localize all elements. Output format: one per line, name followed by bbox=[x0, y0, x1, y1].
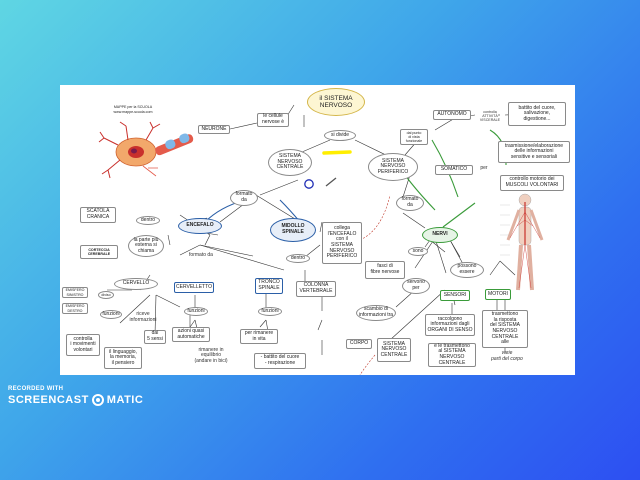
snc-small-box: SISTEMA NERVOSO CENTRALE bbox=[377, 338, 411, 362]
scambio-label: scambio di informazioni tra bbox=[356, 305, 396, 321]
controlla-movimenti-box: controlla i movimenti volontari bbox=[66, 334, 100, 356]
screencast-logo-icon bbox=[91, 394, 104, 406]
battito-respirazione-box: - battito del cuore - respirazione bbox=[254, 353, 306, 369]
cellule-nervose-label: le cellule nervose è bbox=[257, 113, 289, 127]
raccolgono-box: raccolgono informazioni dagli ORGANI DI … bbox=[425, 314, 475, 336]
dal-punto-label: dal punto di vista funzionale bbox=[400, 129, 428, 145]
rimanere-equilibrio-label: rimanere in equilibrio (andare in bici) bbox=[194, 346, 228, 364]
body-image bbox=[500, 193, 544, 291]
somatico-node: SOMATICO bbox=[435, 165, 473, 175]
dai-5-sensi-box: dai 5 sensi bbox=[144, 330, 166, 344]
snc-node: SISTEMA NERVOSO CENTRALE bbox=[268, 149, 312, 176]
mind-map-slide: MAPPE per la SCUOLA www.mappe-scuola.com… bbox=[60, 85, 575, 375]
linguaggio-box: il linguaggio, la memoria, il pensiero bbox=[104, 347, 142, 369]
sensori-node: SENSORI bbox=[440, 290, 470, 301]
sono-label: sono bbox=[408, 247, 428, 256]
trasmettono-snc-box: e le trasmettono al SISTEMA NERVOSO CENT… bbox=[428, 343, 476, 367]
screencast-watermark: RECORDED WITH SCREENCAST MATIC bbox=[8, 386, 143, 406]
si-divide-label: si divide bbox=[324, 130, 356, 141]
encefalo-node: ENCEFALO bbox=[178, 218, 222, 234]
varie-parti-label: varie parti del corpo bbox=[491, 350, 523, 362]
controlla-viscerale-label: controlla ATTIVITÀ VISCERALE bbox=[479, 109, 501, 123]
funzioni-cervello-label: funzioni bbox=[100, 310, 122, 319]
cervello-node: CERVELLO bbox=[114, 278, 158, 290]
tronco-spinale-node: TRONCO SPINALE bbox=[255, 278, 283, 294]
trasmettono-risposta-box: trasmettono la risposta del SISTEMA NERV… bbox=[482, 310, 528, 348]
nervi-node: NERVI bbox=[422, 227, 458, 243]
corteccia-cerebrale-box: CORTECCIA CEREBRALE bbox=[80, 245, 118, 259]
per-label: per bbox=[480, 165, 488, 172]
servono-label: servono per bbox=[402, 278, 430, 294]
colonna-vertebrale-box: COLONNA VERTEBRALE bbox=[296, 281, 336, 297]
riceve-informazioni-label: riceve informazioni bbox=[129, 311, 157, 323]
battito-box: battito del cuore, salivazione, digestio… bbox=[508, 102, 566, 126]
screencast-label: SCREENCAST bbox=[8, 394, 89, 406]
rimanere-vita-box: per rimanere in vita bbox=[240, 329, 278, 344]
funzioni-tronco-label: funzioni bbox=[258, 307, 282, 316]
controllo-motorio-box: controllo motorio dei MUSCOLI VOLONTARI bbox=[500, 175, 564, 191]
neuron-image bbox=[98, 121, 194, 179]
snp-node: SISTEMA NERVOSO PERIFERICO bbox=[368, 153, 418, 181]
credits-url: www.mappe-scuola.com bbox=[113, 110, 153, 115]
emisfero-sinistro-box: EMISFERO SINISTRO bbox=[62, 287, 88, 298]
autonomo-node: AUTONOMO bbox=[433, 110, 471, 120]
collega-box: collega l'ENCEFALO con il SISTEMA NERVOS… bbox=[322, 222, 362, 264]
midollo-spinale-node: MIDOLLO SPINALE bbox=[270, 218, 316, 242]
formato-da-snc: formato da bbox=[230, 190, 258, 206]
formato-da-snp: formato da bbox=[396, 195, 424, 211]
scatola-cranica-box: SCATOLA CRANICA bbox=[80, 207, 116, 223]
cervelletto-node: CERVELLETTO bbox=[174, 282, 214, 293]
fasci-box: fasci di fibre nervose bbox=[365, 261, 405, 279]
sistema-nervoso-node: il SISTEMA NERVOSO bbox=[307, 88, 365, 116]
connector-lines bbox=[107, 104, 542, 375]
trasmissione-box: trasmissione/elaborazione delle informaz… bbox=[498, 141, 570, 163]
la-parte-label: la parte più esterna si chiama bbox=[128, 235, 164, 257]
corpo-box: CORPO bbox=[346, 339, 372, 349]
motori-node: MOTORI bbox=[485, 289, 511, 300]
possono-essere-label: possono essere bbox=[450, 262, 484, 278]
formato-da-encefalo-label: formato da bbox=[189, 252, 213, 259]
dentro-scatola-label: dentro bbox=[136, 216, 160, 225]
diviso-label: diviso bbox=[98, 291, 114, 299]
emisfero-destro-box: EMISFERO DESTRO bbox=[62, 303, 88, 314]
recorded-with-label: RECORDED WITH bbox=[8, 386, 64, 392]
matic-label: MATIC bbox=[106, 394, 144, 406]
neurone-node: NEURONE bbox=[198, 125, 230, 134]
funzioni-cervelletto-label: funzioni bbox=[184, 307, 208, 316]
credits-title: MAPPE per la SCUOLA bbox=[113, 105, 153, 110]
dentro-colonna-label: dentro bbox=[286, 254, 310, 263]
azioni-automatiche-box: azioni quasi automatiche bbox=[172, 327, 210, 342]
